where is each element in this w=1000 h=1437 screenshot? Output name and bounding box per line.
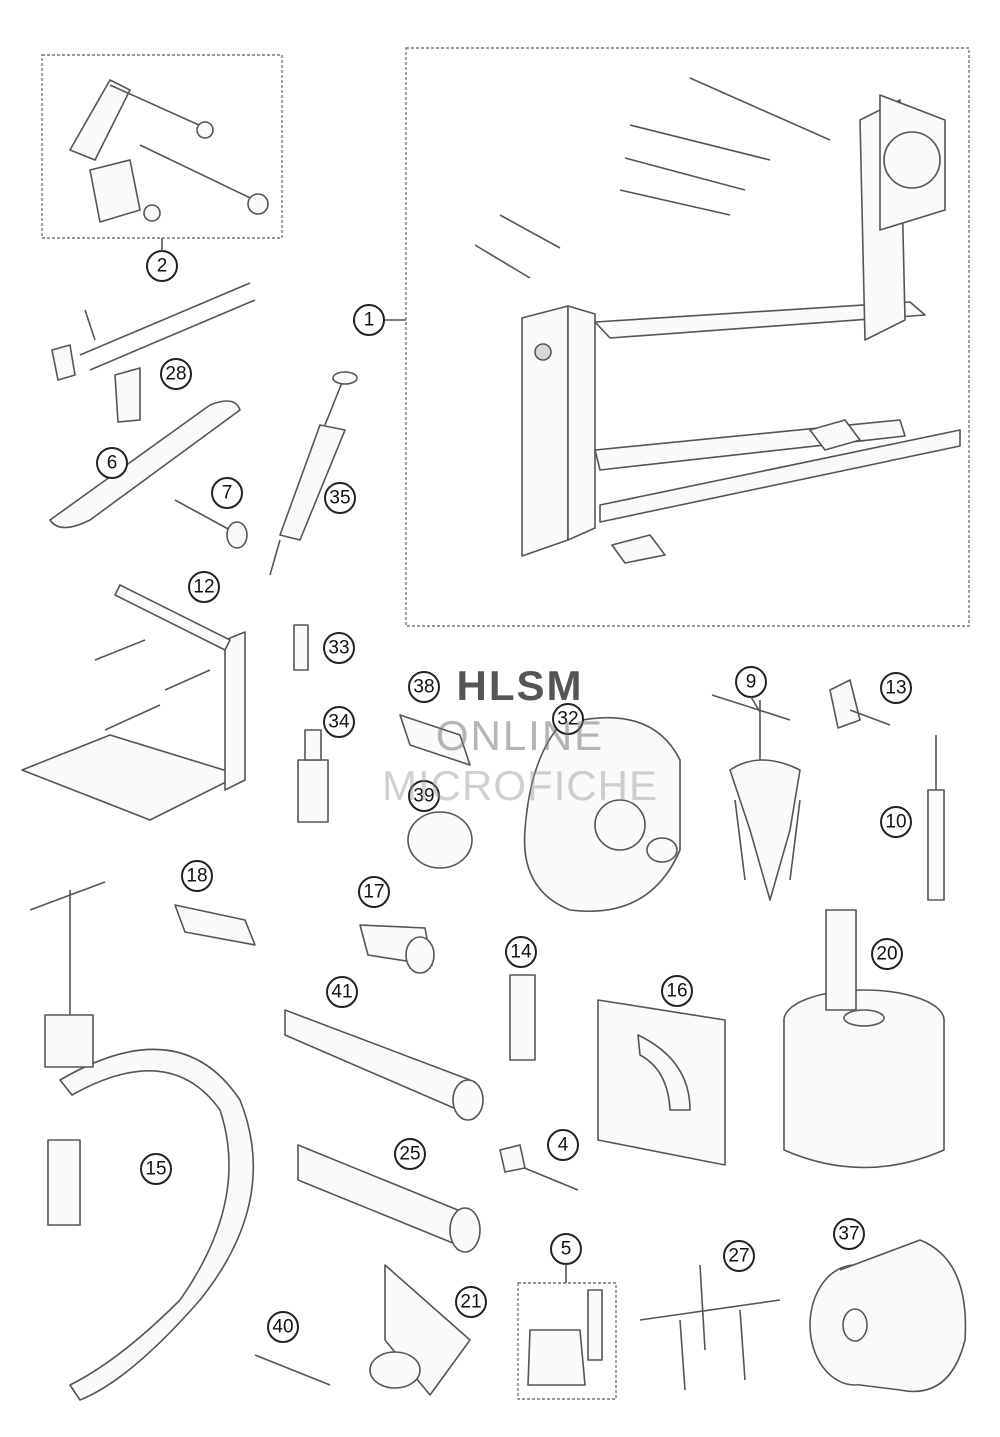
part-18-tool xyxy=(174,904,256,946)
part-1-engine-stand xyxy=(380,77,961,564)
svg-text:25: 25 xyxy=(399,1144,420,1165)
callout-17: 17 xyxy=(358,876,390,908)
callout-10: 10 xyxy=(880,806,912,838)
part-7-pin xyxy=(174,499,248,549)
callout-4: 4 xyxy=(547,1129,579,1161)
callout-12: 12 xyxy=(188,571,220,603)
svg-text:28: 28 xyxy=(165,364,186,385)
part-39-sleeve xyxy=(407,811,473,869)
callout-35: 35 xyxy=(324,482,356,514)
svg-text:10: 10 xyxy=(885,812,906,833)
callout-5: 5 xyxy=(550,1233,582,1265)
part-10-tool xyxy=(927,735,945,901)
part-34-bottle xyxy=(297,729,329,823)
part-13-tool xyxy=(829,679,891,729)
part-5-frame xyxy=(517,1282,617,1400)
svg-text:34: 34 xyxy=(328,712,350,733)
part-27-puller xyxy=(639,1264,781,1391)
callout-18: 18 xyxy=(181,860,213,892)
callout-37: 37 xyxy=(833,1218,865,1250)
part-20-press xyxy=(783,909,945,1169)
callout-33: 33 xyxy=(323,632,355,664)
svg-text:13: 13 xyxy=(885,678,906,699)
callout-1: 1 xyxy=(353,304,385,336)
svg-text:35: 35 xyxy=(329,488,350,509)
svg-text:16: 16 xyxy=(666,981,687,1002)
callout-2: 2 xyxy=(146,250,178,282)
svg-text:32: 32 xyxy=(557,709,578,730)
svg-text:21: 21 xyxy=(460,1292,481,1313)
callout-20: 20 xyxy=(871,938,903,970)
callout-38: 38 xyxy=(408,671,440,703)
callout-6: 6 xyxy=(96,447,128,479)
svg-text:7: 7 xyxy=(222,483,233,504)
svg-text:2: 2 xyxy=(157,256,168,277)
callout-39: 39 xyxy=(408,780,440,812)
callout-14: 14 xyxy=(505,936,537,968)
svg-text:17: 17 xyxy=(363,882,384,903)
callout-9: 9 xyxy=(735,666,767,698)
callout-32: 32 xyxy=(552,703,584,735)
part-14-tool xyxy=(509,974,536,1061)
svg-text:5: 5 xyxy=(561,1239,572,1260)
svg-text:12: 12 xyxy=(193,577,214,598)
part-9-puller xyxy=(711,694,801,901)
callout-7: 7 xyxy=(211,477,243,509)
part-33-spring xyxy=(293,624,309,671)
part-2-tool xyxy=(69,79,269,223)
callout-27: 27 xyxy=(723,1240,755,1272)
svg-text:27: 27 xyxy=(728,1246,749,1267)
callout-40: 40 xyxy=(267,1311,299,1343)
svg-text:37: 37 xyxy=(838,1224,859,1245)
svg-text:1: 1 xyxy=(364,310,375,331)
svg-text:6: 6 xyxy=(107,453,118,474)
part-15-press-tool xyxy=(29,881,255,1401)
svg-text:15: 15 xyxy=(145,1159,166,1180)
part-4-tool xyxy=(499,1144,579,1191)
svg-text:41: 41 xyxy=(331,982,352,1003)
callout-16: 16 xyxy=(661,975,693,1007)
watermark-line-3: MICROFICHE xyxy=(382,762,658,809)
svg-text:40: 40 xyxy=(272,1317,293,1338)
svg-text:38: 38 xyxy=(413,677,434,698)
part-37-tool xyxy=(809,1239,967,1393)
svg-text:33: 33 xyxy=(328,638,349,659)
part-12-stand xyxy=(21,584,246,821)
callout-25: 25 xyxy=(394,1138,426,1170)
watermark-line-2: ONLINE xyxy=(435,712,605,759)
svg-text:18: 18 xyxy=(186,866,207,887)
callout-13: 13 xyxy=(880,672,912,704)
part-32-flywheel-puller xyxy=(523,716,681,912)
part-25-drift xyxy=(297,1144,481,1253)
callout-41: 41 xyxy=(326,976,358,1008)
part-38-sleeve xyxy=(399,714,471,766)
part-35-syringe xyxy=(269,371,358,576)
part-40-spring xyxy=(254,1354,331,1386)
part-21-tool xyxy=(369,1264,471,1396)
watermark-line-1: HLSM xyxy=(456,662,584,709)
svg-text:39: 39 xyxy=(413,786,434,807)
svg-text:20: 20 xyxy=(876,944,897,965)
part-17-sleeve xyxy=(359,924,435,974)
callout-28: 28 xyxy=(160,358,192,390)
part-16-plate xyxy=(597,999,726,1166)
svg-text:14: 14 xyxy=(510,942,532,963)
part-5-tool xyxy=(527,1289,603,1386)
callout-34: 34 xyxy=(323,706,355,738)
part-6-wrench xyxy=(49,400,241,529)
callout-15: 15 xyxy=(140,1153,172,1185)
callout-21: 21 xyxy=(455,1286,487,1318)
svg-text:9: 9 xyxy=(746,672,757,693)
svg-text:4: 4 xyxy=(558,1135,569,1156)
part-1-frame xyxy=(405,47,970,627)
part-41-drift xyxy=(284,1009,484,1121)
part-28-tool xyxy=(51,282,256,423)
